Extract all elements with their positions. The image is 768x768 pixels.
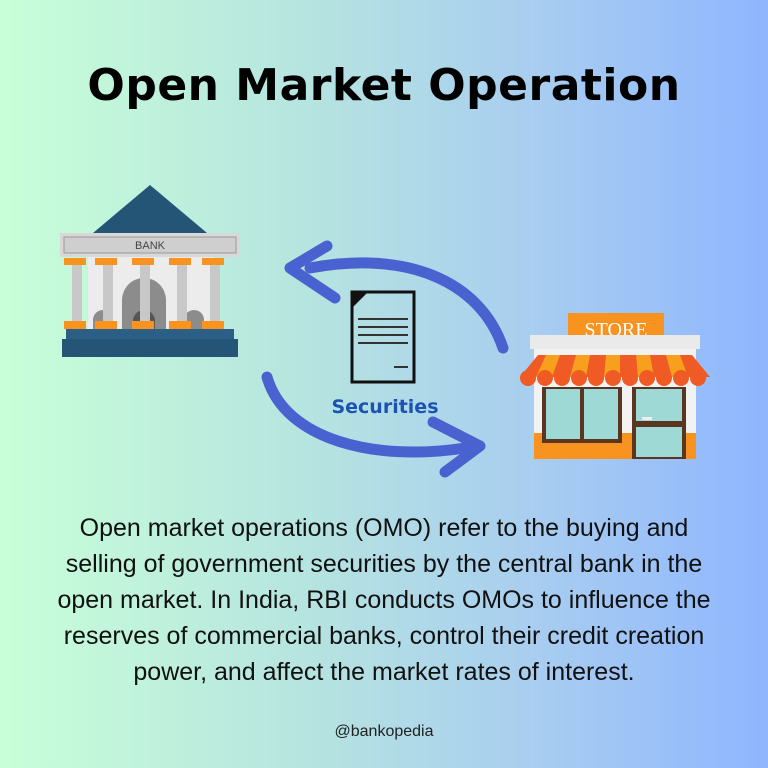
description-line: Open market operations (OMO) refer to th… <box>79 514 689 542</box>
description-line: reserves of commercial banks, control th… <box>63 622 705 650</box>
description-line: power, and affect the market rates of in… <box>133 658 635 686</box>
description-line: open market. In India, RBI conducts OMOs… <box>57 586 711 614</box>
document-icon <box>350 290 416 384</box>
bank-building-icon: BANK <box>60 185 240 357</box>
description: Open market operations (OMO) refer to th… <box>20 510 748 690</box>
page-title: Open Market Operation <box>87 60 681 111</box>
bank-sign: BANK <box>135 240 166 252</box>
exchange-cycle-arrows-icon <box>261 240 509 478</box>
storefront-icon: STORE <box>520 313 710 459</box>
description-line: selling of government securities by the … <box>65 550 703 578</box>
securities-label: Securities <box>331 396 439 418</box>
footer-handle: @bankopedia <box>334 723 434 740</box>
